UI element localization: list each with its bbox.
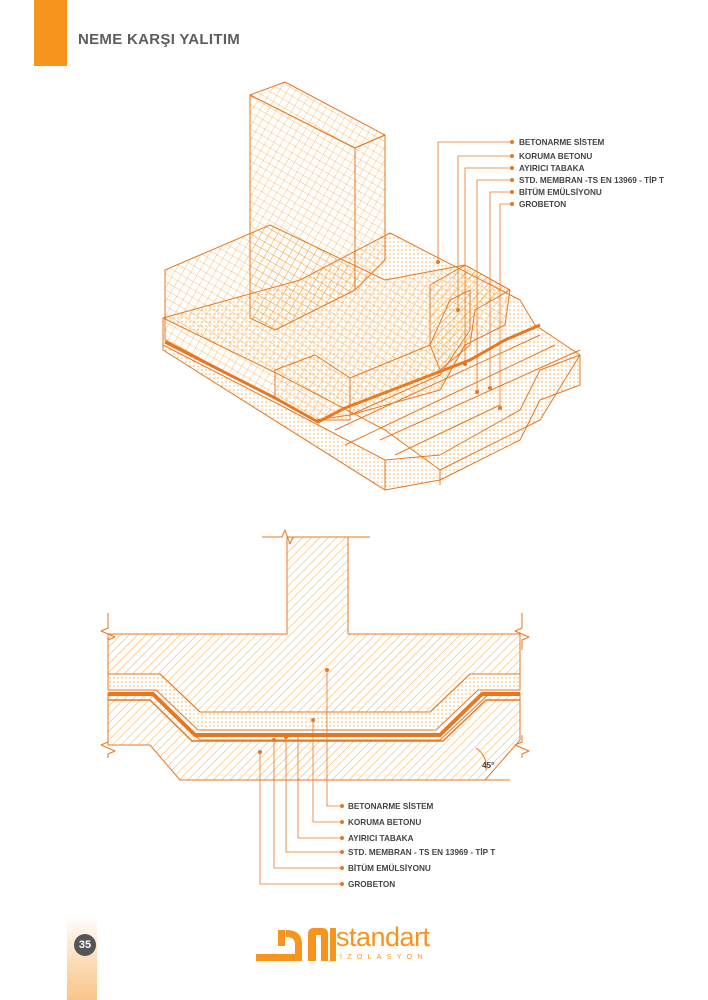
angle-arc <box>475 747 487 771</box>
iso-label-koruma: KORUMA BETONU <box>519 152 592 161</box>
section-leader-dots <box>258 668 344 886</box>
iso-wall-top <box>249 81 386 149</box>
page-title: NEME KARŞI YALITIM <box>78 31 241 48</box>
section-membrane <box>108 692 520 737</box>
brand-subtitle: İZOLASYON <box>340 954 428 961</box>
brand-logo: standart İZOLASYON <box>256 922 456 974</box>
isometric-diagram <box>162 81 581 491</box>
footer-accent-bar <box>67 916 97 1000</box>
iso-label-ayirici: AYIRICI TABAKA <box>519 164 585 173</box>
section-label-bitum: BİTÜM EMÜLSİYONU <box>348 863 431 873</box>
iso-label-betonarme: BETONARME SİSTEM <box>519 137 605 147</box>
iso-label-bitum: BİTÜM EMÜLSİYONU <box>519 187 602 197</box>
section-label-membran: STD. MEMBRAN - TS EN 13969 - TİP T <box>348 847 495 857</box>
angle-label: 45° <box>482 761 494 770</box>
section-bitumen <box>108 699 520 742</box>
iso-leaders <box>437 141 512 408</box>
iso-base-front-right <box>384 354 581 491</box>
section-labels: BETONARME SİSTEM KORUMA BETONU AYIRICI T… <box>348 801 495 889</box>
section-label-betonarme: BETONARME SİSTEM <box>348 801 434 811</box>
page-number: 35 <box>74 934 96 956</box>
iso-label-membran: STD. MEMBRAN -TS EN 13969 - TİP T <box>519 175 664 185</box>
section-label-koruma: KORUMA BETONU <box>348 818 421 827</box>
section-break-marks <box>100 529 530 758</box>
header-accent-tab <box>34 0 67 66</box>
section-label-ayirici: AYIRICI TABAKA <box>348 834 414 843</box>
brand-name: standart <box>336 922 430 952</box>
iso-labels: BETONARME SİSTEM KORUMA BETONU AYIRICI T… <box>519 137 664 209</box>
dm-logo-icon <box>256 928 336 961</box>
section-label-grobeton: GROBETON <box>348 880 395 889</box>
iso-channel-lines <box>334 334 581 485</box>
iso-slab-front <box>274 354 351 421</box>
iso-label-grobeton: GROBETON <box>519 200 566 209</box>
section-diagram <box>100 529 530 886</box>
iso-leader-dots <box>436 140 514 410</box>
section-leaders <box>259 670 342 885</box>
